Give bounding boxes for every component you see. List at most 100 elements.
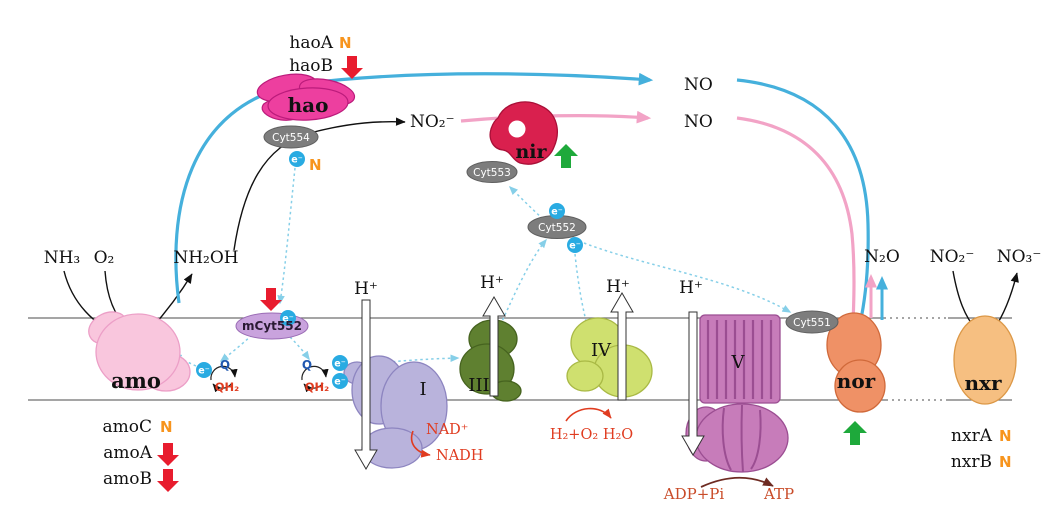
no-top-label: NO (684, 75, 713, 95)
h-plus-complex-i: H⁺ (354, 279, 378, 299)
mcyt552-label: mCyt552 (242, 319, 302, 333)
nor-label: nor (837, 369, 876, 393)
cyt551-label: Cyt551 (793, 317, 831, 329)
electron-label: e⁻ (551, 207, 562, 218)
qh2-left-label: QH₂ (215, 380, 239, 394)
no2-right-label: NO₂⁻ (930, 247, 975, 267)
q-cycle-left-arc-top (210, 365, 238, 381)
qh2-right-label: QH₂ (305, 380, 329, 394)
cyt554-shape (263, 125, 319, 149)
nxr-shape (953, 315, 1017, 405)
electron-label: e⁻ (291, 155, 302, 166)
nh2oh-to-no2-arrow (233, 117, 406, 251)
adp-to-atp-arrow (700, 476, 774, 488)
complex-iv-label: IV (591, 340, 612, 361)
q-cycle-left-arc-bottom (212, 382, 233, 393)
proton-arrow-complex-i (354, 299, 378, 470)
amo-shape (88, 311, 191, 392)
cyt553-shape (466, 161, 518, 183)
complex-v-shape (685, 314, 789, 473)
haoB-gene-label: haoB (289, 56, 333, 76)
no2-to-no-pink-arrow (460, 110, 652, 124)
electron-label: e⁻ (198, 366, 209, 377)
electron-label: e⁻ (334, 359, 345, 370)
hao-label: hao (288, 93, 329, 117)
atp-label: ATP (763, 485, 794, 503)
cyt552-label: Cyt552 (538, 222, 576, 234)
amoC-n-marker: N (160, 418, 173, 436)
h2o-label: H₂O (603, 427, 633, 443)
complex-v-label: V (731, 352, 746, 373)
upregulation-arrows (554, 144, 867, 445)
text-labels: haoA N haoB hao Cyt554 N NO₂⁻ nir Cyt553… (44, 33, 1042, 503)
proton-arrow-complex-iv (610, 292, 634, 401)
nxr-label: nxr (964, 371, 1001, 395)
h-plus-complex-v: H⁺ (679, 278, 703, 298)
haoA-n-marker: N (339, 34, 352, 52)
cyt551-shape (785, 310, 839, 334)
nxrB-gene-label: nxrB (951, 452, 992, 472)
nxrA-n-marker: N (999, 427, 1012, 445)
proton-arrow-complex-v (681, 311, 705, 456)
complex-i-label: I (419, 379, 426, 400)
nxrA-gene-label: nxrA (951, 426, 993, 446)
electron-tokens: e⁻ e⁻ e⁻ e⁻ e⁻ e⁻ e⁻ (196, 151, 583, 389)
mcyt552-down-arrow (260, 288, 282, 311)
nor-up-arrow (843, 421, 867, 445)
nir-shape (489, 101, 558, 165)
h2-o2-label: H₂+O₂ (550, 427, 598, 443)
epath-mcyt552-to-q-left (219, 334, 253, 362)
nir-up-arrow (554, 144, 578, 168)
no-to-nor-blue-curve (736, 78, 870, 325)
haoA-gene-label: haoA (289, 33, 333, 53)
amoB-gene-label: amoB (103, 469, 152, 489)
downregulation-arrows (157, 56, 363, 492)
q-cycle-right-arc-top (301, 365, 329, 381)
h-plus-complex-iv: H⁺ (606, 277, 630, 297)
cyt554-n-marker: N (309, 156, 322, 174)
epath-mcyt552-to-q-right (289, 336, 310, 361)
nxrB-n-marker: N (999, 453, 1012, 471)
cytochrome-shapes (235, 125, 839, 340)
nor-shape (826, 312, 886, 413)
adp-pi-label: ADP+Pi (663, 485, 725, 503)
hao-shape (256, 73, 356, 121)
quinone-cycles (210, 365, 329, 393)
electron-label: e⁻ (569, 241, 580, 252)
complex-iii-label: III (468, 375, 489, 396)
q-cycle-right-arc-bottom (303, 382, 324, 393)
nir-label: nir (515, 141, 547, 163)
no-route-pink (460, 110, 856, 325)
amoC-gene-label: amoC (103, 417, 153, 437)
cyt554-label: Cyt554 (272, 132, 310, 144)
q-left-label: Q (220, 358, 230, 372)
amoA-down-arrow (157, 443, 179, 466)
n2o-label: N₂O (864, 247, 900, 267)
amo-label: amo (111, 368, 161, 393)
h-plus-complex-iii: H⁺ (480, 273, 504, 293)
nadh-label: NADH (436, 448, 483, 464)
o2-to-h2o-arrow (565, 407, 612, 422)
small-reaction-arcs (410, 407, 774, 488)
epath-cyt552-to-cyt553 (508, 185, 544, 220)
no3-label: NO₃⁻ (997, 247, 1042, 267)
no2-label: NO₂⁻ (410, 112, 455, 132)
amoB-down-arrow (157, 469, 179, 492)
nh3-label: NH₃ (44, 248, 81, 268)
epath-cyt554-to-mcyt552 (277, 167, 296, 305)
nh2oh-label: NH₂OH (173, 248, 238, 268)
nad-to-nadh-arrow (410, 430, 431, 458)
electron-label: e⁻ (282, 314, 293, 325)
haoB-down-arrow (341, 56, 363, 79)
electron-label: e⁻ (334, 377, 345, 388)
no-to-nor-pink-curve (736, 116, 856, 325)
cyt553-label: Cyt553 (473, 167, 511, 179)
o2-label: O₂ (94, 248, 115, 268)
no-middle-label: NO (684, 112, 713, 132)
proton-arrow-complex-iii (482, 296, 506, 397)
q-right-label: Q (302, 358, 312, 372)
epath-complex-iii-to-cyt552 (497, 238, 547, 331)
nad-label: NAD⁺ (426, 422, 468, 438)
